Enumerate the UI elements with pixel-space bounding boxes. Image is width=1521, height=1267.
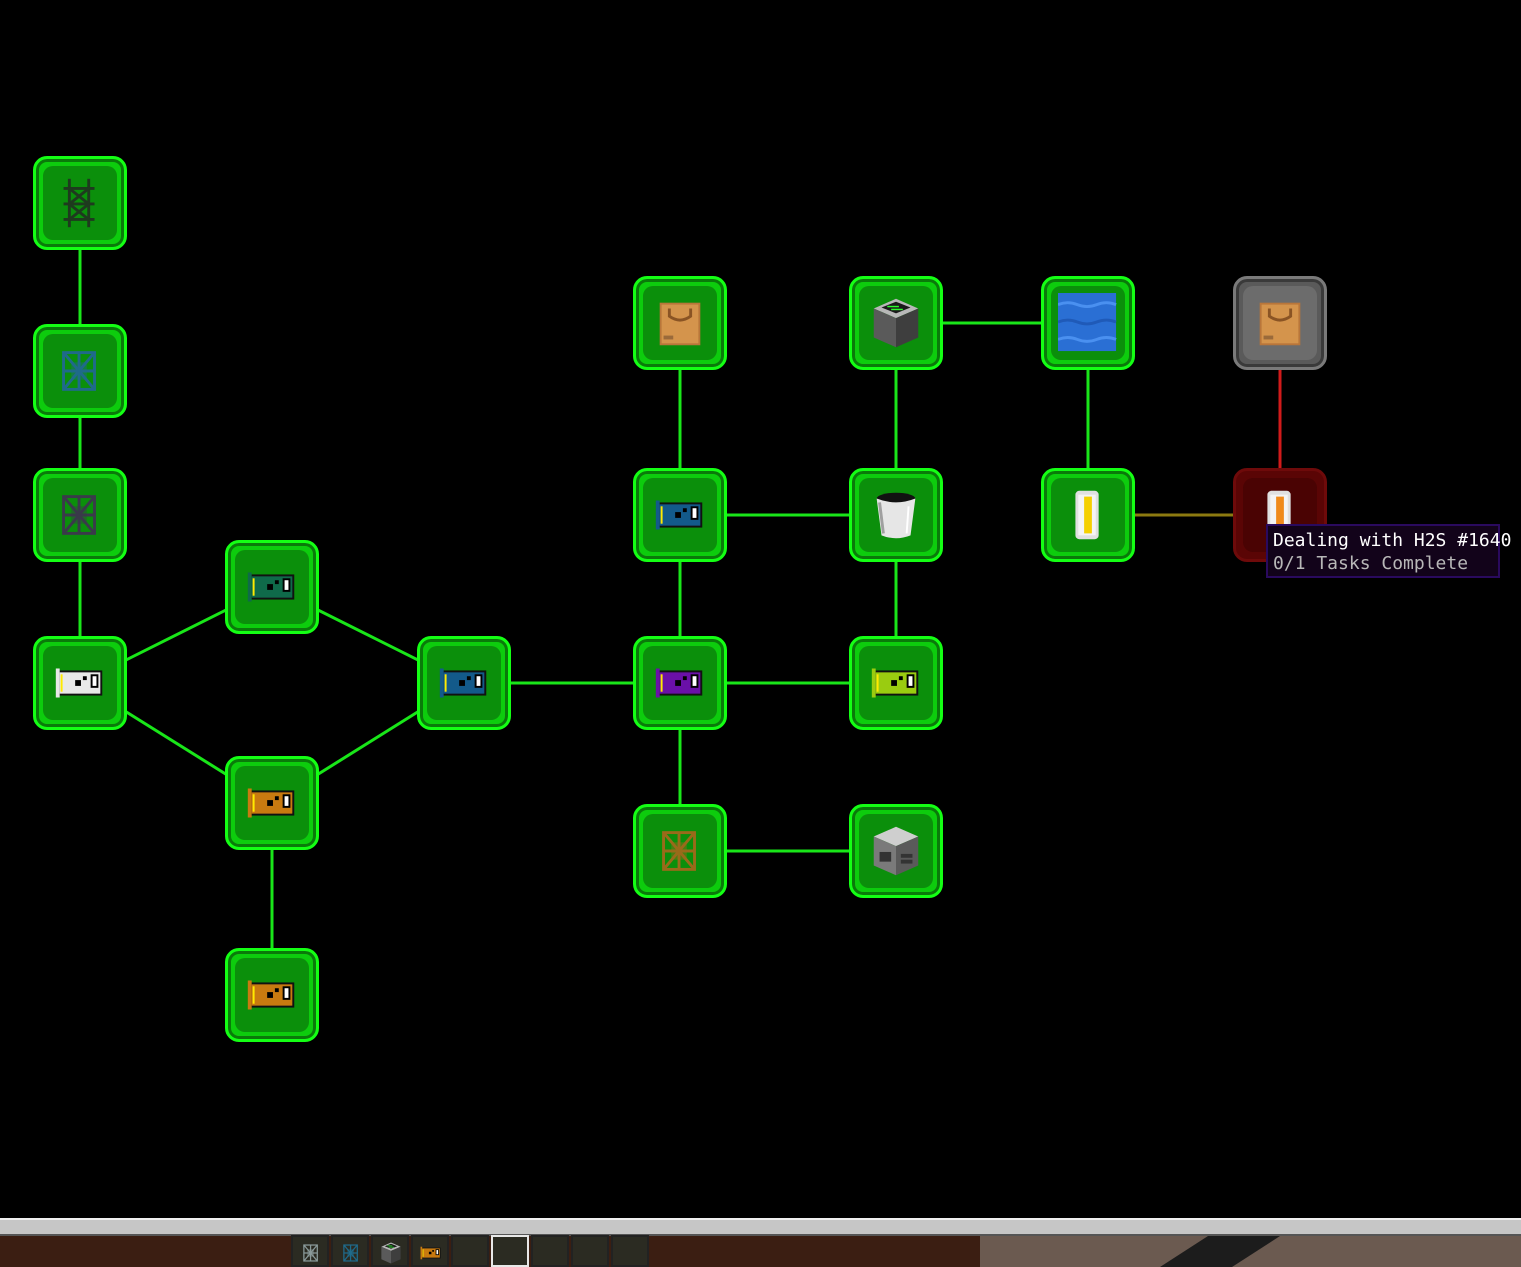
casing-steel-icon [303, 1244, 318, 1262]
quest-node-q11[interactable] [633, 636, 727, 730]
circuit-blue-icon [439, 668, 487, 698]
quest-node-q17[interactable] [1041, 276, 1135, 370]
machine-hull-icon [873, 826, 919, 876]
casing-blue-icon [343, 1244, 358, 1262]
fluid-cell-yellow-icon [1075, 490, 1099, 540]
circuit-orange-icon [420, 1246, 441, 1260]
quest-node-q16[interactable] [849, 804, 943, 898]
quest-node-q4[interactable] [33, 636, 127, 730]
quest-node-q5[interactable] [225, 540, 319, 634]
hotbar-slot-1[interactable] [291, 1235, 329, 1267]
quest-tooltip: Dealing with H2S #1640 0/1 Tasks Complet… [1266, 524, 1512, 578]
circuit-orange-icon [247, 980, 295, 1010]
gui-bottom-border [0, 1218, 1521, 1236]
quest-node-q1[interactable] [33, 156, 127, 250]
hotbar-slot-2[interactable] [331, 1235, 369, 1267]
quest-node-q6[interactable] [225, 756, 319, 850]
hotbar[interactable] [291, 1235, 651, 1267]
quest-node-q14[interactable] [849, 468, 943, 562]
casing-bronze-icon [662, 831, 696, 871]
circuit-lime-icon [871, 668, 919, 698]
hotbar-slot-7[interactable] [531, 1235, 569, 1267]
computer-block-icon [873, 298, 919, 348]
hotbar-slot-4[interactable] [411, 1235, 449, 1267]
tooltip-title: Dealing with H2S #1640 [1273, 530, 1512, 551]
water-icon [1058, 293, 1117, 352]
computer-block-icon [381, 1242, 401, 1264]
world-background [0, 1218, 1521, 1267]
circuit-orange-icon [247, 788, 295, 818]
hotbar-slot-5[interactable] [451, 1235, 489, 1267]
cardboard-box-icon [659, 302, 701, 346]
cardboard-box-icon [1259, 302, 1301, 346]
hotbar-slot-8[interactable] [571, 1235, 609, 1267]
circuit-white-icon [55, 668, 103, 698]
quest-node-q3[interactable] [33, 468, 127, 562]
quest-node-q13[interactable] [849, 276, 943, 370]
hotbar-slot-9[interactable] [611, 1235, 649, 1267]
quest-node-q2[interactable] [33, 324, 127, 418]
quest-node-q19[interactable] [1233, 276, 1327, 370]
bucket-icon [876, 492, 916, 539]
circuit-blue-icon [655, 500, 703, 530]
quest-node-q8[interactable] [417, 636, 511, 730]
quest-node-q18[interactable] [1041, 468, 1135, 562]
quest-node-q12[interactable] [633, 804, 727, 898]
circuit-purple-icon [655, 668, 703, 698]
quest-node-q7[interactable] [225, 948, 319, 1042]
tooltip-progress: 0/1 Tasks Complete [1273, 553, 1469, 574]
quest-node-q9[interactable] [633, 276, 727, 370]
casing-blue-icon [62, 351, 96, 391]
frame-tower-icon [63, 178, 95, 228]
quest-node-q15[interactable] [849, 636, 943, 730]
hotbar-slot-6[interactable] [491, 1235, 529, 1267]
casing-dark-icon [62, 495, 96, 535]
quest-node-q10[interactable] [633, 468, 727, 562]
hotbar-slot-3[interactable] [371, 1235, 409, 1267]
circuit-teal-icon [247, 572, 295, 602]
